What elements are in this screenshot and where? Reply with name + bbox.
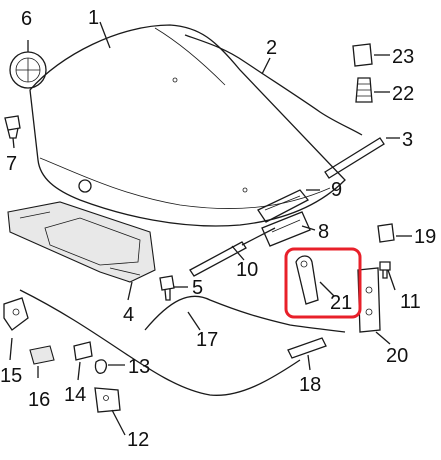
callout-9[interactable]: 9 [331,179,342,201]
grommet-part[interactable] [352,43,373,67]
bolt-part-11[interactable] [379,261,391,279]
leader-lines [9,21,412,436]
callout-23[interactable]: 23 [392,46,414,68]
clip-part-7[interactable] [4,115,21,139]
bracket-part-12[interactable] [94,387,121,413]
callout-8[interactable]: 8 [318,221,329,243]
callout-11[interactable]: 11 [400,291,421,313]
part-21-highlight-box [284,247,362,319]
hood-part[interactable] [29,24,346,227]
gas-strut-part[interactable] [189,227,276,277]
hood-seal-part[interactable] [184,34,363,136]
cable-lower[interactable] [19,289,301,396]
callout-19[interactable]: 19 [414,226,436,248]
hinge-part-8[interactable] [261,211,311,247]
bump-stop-part[interactable] [355,77,373,103]
callout-18[interactable]: 18 [299,374,321,396]
hood-insulation-part[interactable] [7,201,156,283]
callout-13[interactable]: 13 [128,356,150,378]
callout-5[interactable]: 5 [192,277,203,299]
callout-7[interactable]: 7 [6,153,17,175]
callout-15[interactable]: 15 [0,365,22,387]
hinge-part-9[interactable] [257,189,310,223]
callout-3[interactable]: 3 [402,129,413,151]
seal-rod-part[interactable] [324,137,385,179]
callout-10[interactable]: 10 [236,259,258,281]
callout-22[interactable]: 22 [392,83,414,105]
clip-part-13[interactable] [94,359,108,374]
callout-6[interactable]: 6 [21,8,32,30]
clip-part-14[interactable] [73,341,93,361]
clip-part-19[interactable] [377,223,395,243]
callout-21[interactable]: 21 [330,292,352,314]
callout-1[interactable]: 1 [88,7,99,29]
callout-14[interactable]: 14 [64,384,86,406]
emblem-part[interactable] [9,51,47,89]
callout-20[interactable]: 20 [386,345,408,367]
safety-hook-part[interactable] [295,255,319,305]
bolt-part[interactable] [159,275,175,301]
release-cable-part[interactable] [144,295,346,333]
callout-16[interactable]: 16 [28,389,50,411]
callout-12[interactable]: 12 [127,429,149,451]
bowden-cable-part[interactable] [287,337,327,359]
callout-4[interactable]: 4 [123,304,134,326]
latch-part-15[interactable] [3,297,29,331]
callout-2[interactable]: 2 [266,37,277,59]
clip-part-16[interactable] [29,345,55,365]
callout-17[interactable]: 17 [196,329,218,351]
